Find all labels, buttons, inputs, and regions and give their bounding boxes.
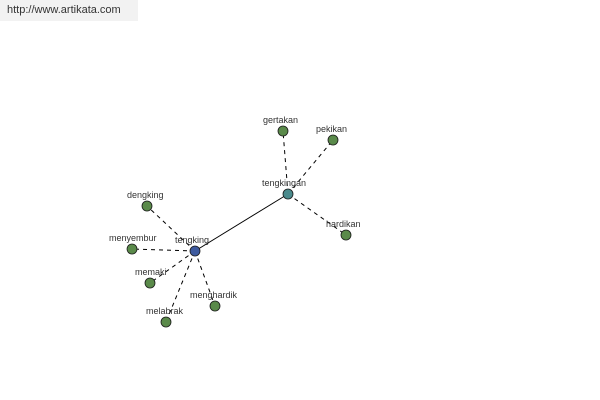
graph-nodes: tengking tengkingan gertakan pekikan hardika… [109, 115, 361, 328]
edge-tengking-memaki [149, 250, 196, 284]
node-dot-menyembur[interactable] [126, 243, 138, 255]
edge-tengkingan-gertakan [282, 130, 289, 195]
graph-edges [131, 130, 347, 323]
node-label-memaki: memaki [135, 267, 167, 277]
node-menghardik[interactable]: menghardik [190, 290, 238, 312]
node-dot-dengking[interactable] [141, 200, 153, 212]
node-label-gertakan: gertakan [263, 115, 298, 125]
node-memaki[interactable]: memaki [135, 267, 167, 289]
node-dot-menghardik[interactable] [209, 300, 221, 312]
node-pekikan[interactable]: pekikan [316, 124, 347, 146]
node-tengkingan[interactable]: tengkingan [262, 178, 306, 200]
edge-tengking-dengking [146, 205, 196, 252]
node-label-dengking: dengking [127, 190, 164, 200]
node-dot-tengkingan[interactable] [282, 188, 294, 200]
node-dengking[interactable]: dengking [127, 190, 164, 212]
edge-tengking-menyembur [131, 248, 196, 252]
node-dot-tengking[interactable] [189, 245, 201, 257]
source-link[interactable]: http://www.artikata.com [0, 0, 138, 21]
node-tengking[interactable]: tengking [175, 235, 209, 257]
node-menyembur[interactable]: menyembur [109, 233, 157, 255]
node-label-tengking: tengking [175, 235, 209, 245]
node-dot-melabrak[interactable] [160, 316, 172, 328]
node-dot-gertakan[interactable] [277, 125, 289, 137]
node-label-pekikan: pekikan [316, 124, 347, 134]
edge-tengking-menghardik [194, 250, 216, 307]
node-label-tengkingan: tengkingan [262, 178, 306, 188]
node-label-menghardik: menghardik [190, 290, 238, 300]
node-dot-memaki[interactable] [144, 277, 156, 289]
node-label-melabrak: melabrak [146, 306, 184, 316]
node-gertakan[interactable]: gertakan [263, 115, 298, 137]
node-dot-hardikan[interactable] [340, 229, 352, 241]
node-hardikan[interactable]: hardikan [326, 219, 361, 241]
node-label-hardikan: hardikan [326, 219, 361, 229]
edge-tengking-tengkingan [194, 193, 289, 252]
node-label-menyembur: menyembur [109, 233, 157, 243]
edge-tengkingan-pekikan [287, 139, 334, 195]
node-melabrak[interactable]: melabrak [146, 306, 184, 328]
node-dot-pekikan[interactable] [327, 134, 339, 146]
edge-tengkingan-hardikan [287, 193, 347, 236]
